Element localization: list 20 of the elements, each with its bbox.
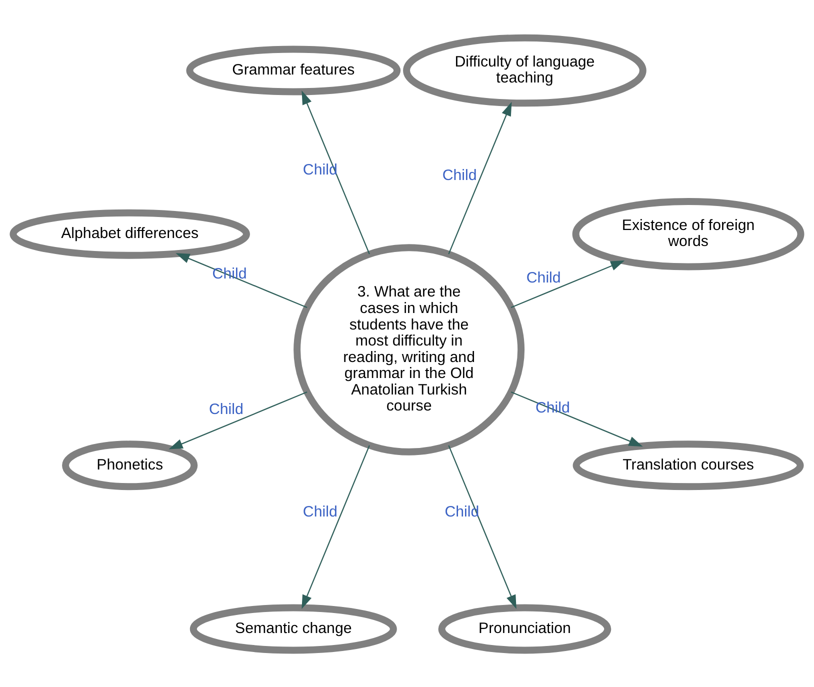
arrow — [302, 444, 370, 608]
arrow — [448, 101, 512, 254]
arrow — [176, 252, 308, 308]
arrow — [302, 90, 370, 254]
arrow — [510, 390, 643, 446]
edge-label: Child — [302, 503, 338, 520]
node-ellipse: Translation courses — [572, 440, 804, 490]
arrow — [510, 260, 625, 308]
arrow — [448, 444, 516, 608]
node-ellipse: Semantic change — [190, 604, 397, 654]
node-ellipse: Difficulty of language teaching — [403, 34, 646, 106]
node-ellipse: Phonetics — [62, 440, 198, 490]
edge-label: Child — [526, 268, 561, 286]
node-ellipse: Alphabet differences — [10, 208, 250, 258]
edge-label: Child — [208, 400, 244, 418]
arrow — [168, 390, 308, 449]
edge-label: Child — [442, 166, 477, 184]
node-ellipse: Pronunciation — [438, 604, 612, 654]
node-ellipse: Grammar features — [186, 45, 401, 95]
node-circle: 3. What are the cases in which students have the most difficulty in reading, writing and grammar in the Old Anatolian Turkish course — [294, 244, 525, 455]
